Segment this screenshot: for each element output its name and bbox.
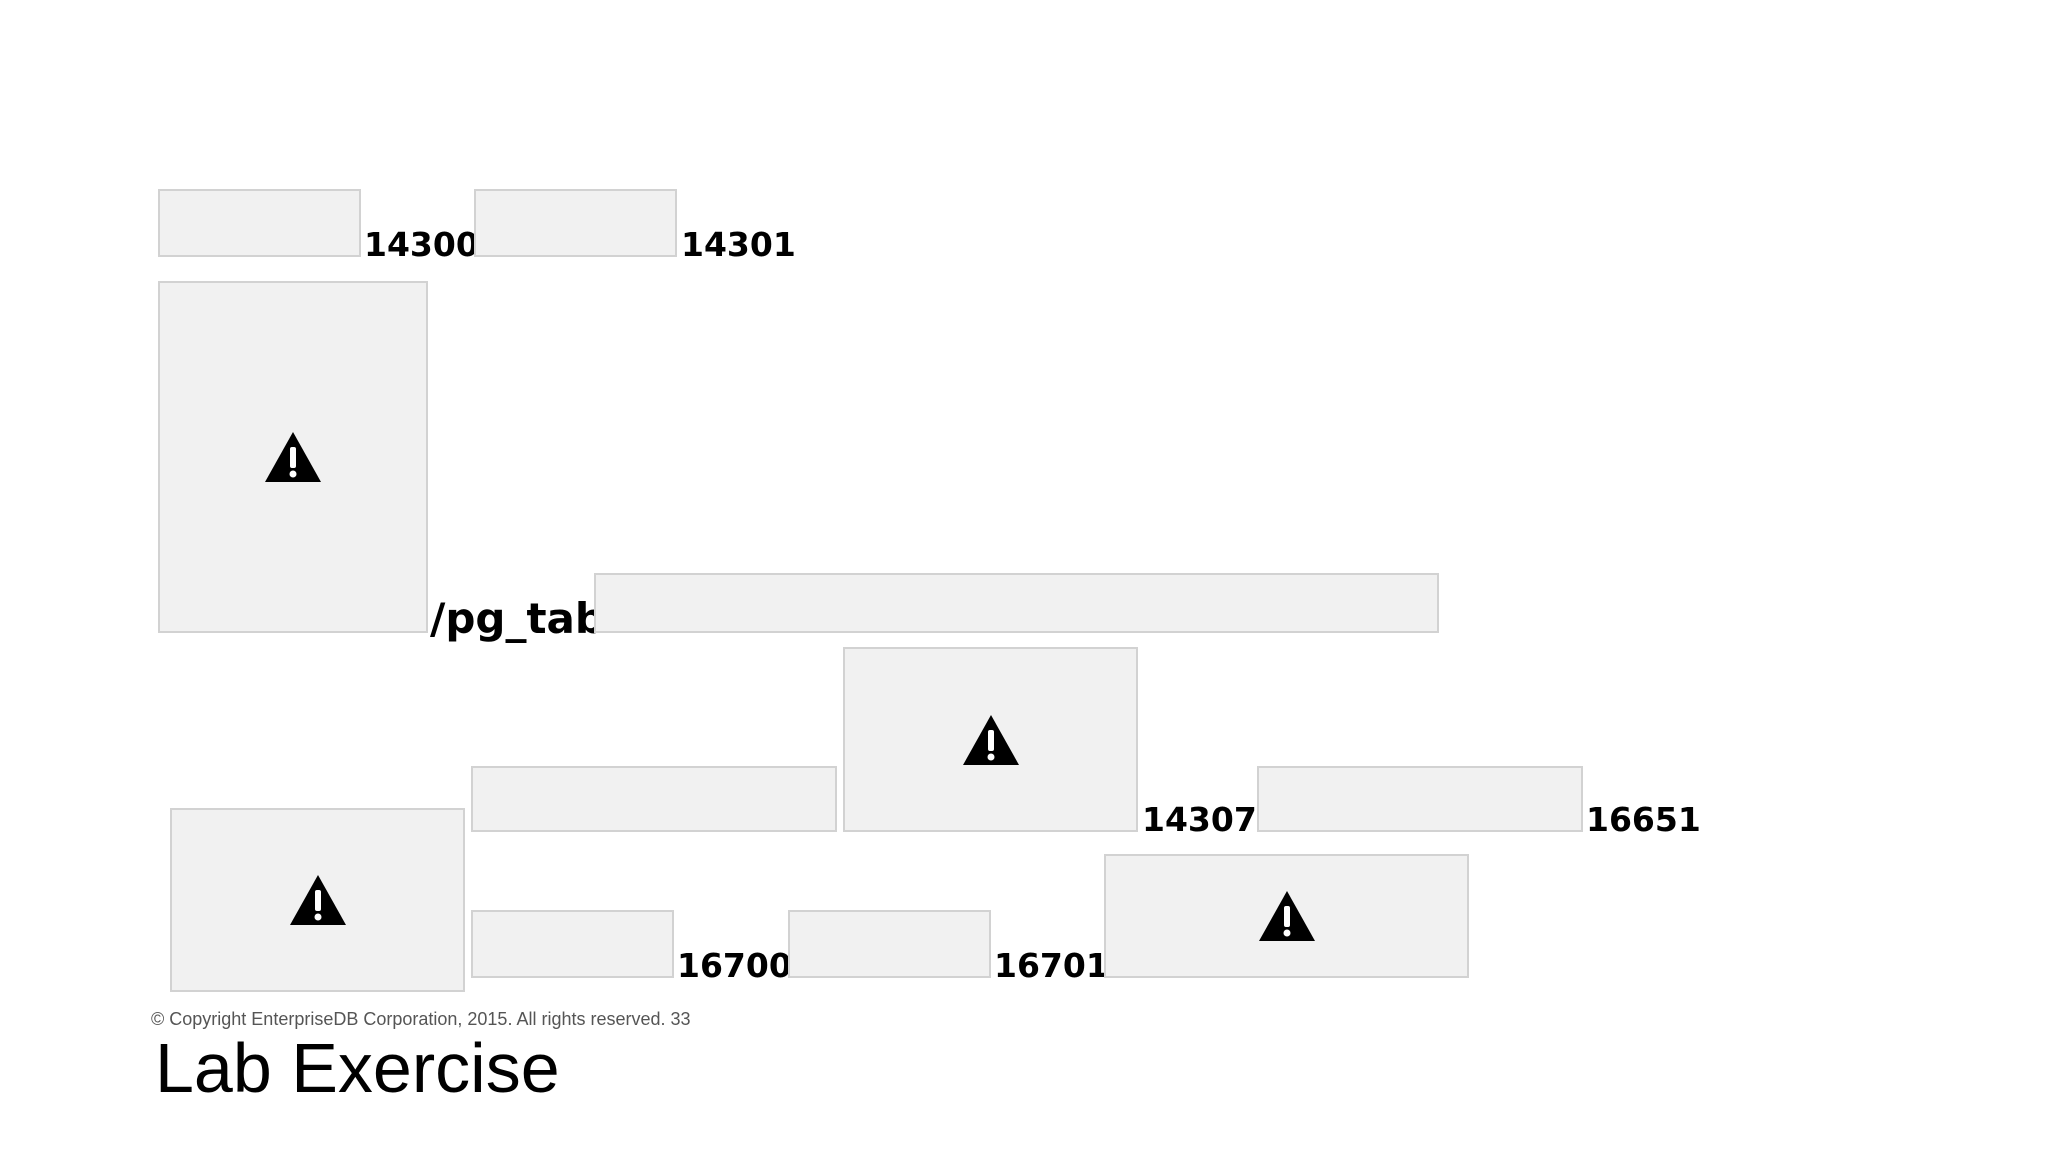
copyright-notice: © Copyright EnterpriseDB Corporation, 20…	[151, 1009, 691, 1029]
pid-label: 16701	[994, 946, 1109, 985]
image-placeholder	[788, 910, 991, 978]
missing-image-placeholder	[170, 808, 465, 992]
path-label: /pg_tab	[430, 594, 605, 643]
pid-label: 14301	[681, 225, 796, 264]
pid-label: 14307	[1142, 800, 1257, 839]
pid-label: 16700	[677, 946, 792, 985]
missing-image-placeholder	[843, 647, 1138, 832]
pid-label: 16651	[1586, 800, 1701, 839]
image-placeholder	[158, 189, 361, 257]
missing-image-placeholder	[1104, 854, 1469, 978]
missing-image-placeholder	[158, 281, 428, 633]
warning-icon	[265, 432, 321, 482]
slide-title: Lab Exercise	[155, 1029, 560, 1107]
image-placeholder	[471, 910, 674, 978]
image-placeholder	[1257, 766, 1583, 832]
pid-label: 14300	[364, 225, 479, 264]
image-placeholder	[471, 766, 837, 832]
warning-icon	[962, 714, 1019, 765]
image-placeholder	[594, 573, 1439, 633]
warning-icon	[289, 875, 346, 925]
warning-icon	[1258, 891, 1315, 941]
image-placeholder	[474, 189, 677, 257]
